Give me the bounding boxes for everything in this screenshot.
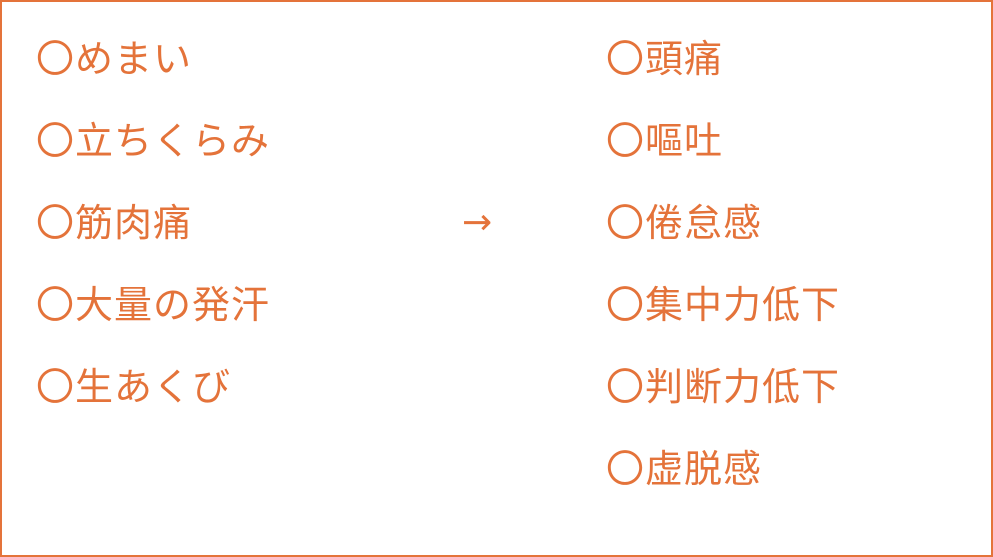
severe-symptoms-list: 〇頭痛 〇嘔吐 〇倦怠感 〇集中力低下 〇判断力低下 〇虚脱感 bbox=[606, 34, 840, 526]
progression-arrow: → bbox=[462, 202, 493, 243]
list-item: 〇筋肉痛 bbox=[36, 201, 193, 245]
list-item: 〇大量の発汗 bbox=[36, 283, 271, 327]
list-item: 〇めまい bbox=[36, 37, 193, 81]
list-item: 〇嘔吐 bbox=[606, 119, 724, 163]
list-item: 〇判断力低下 bbox=[606, 365, 841, 409]
list-item: 〇倦怠感 bbox=[606, 201, 763, 245]
list-item: 〇立ちくらみ bbox=[36, 119, 271, 163]
list-item: 〇頭痛 bbox=[606, 37, 724, 81]
list-item: 〇生あくび bbox=[36, 365, 232, 409]
list-item: 〇集中力低下 bbox=[606, 283, 841, 327]
mild-symptoms-list: 〇めまい 〇立ちくらみ 〇筋肉痛 〇大量の発汗 〇生あくび bbox=[36, 34, 270, 444]
list-item: 〇虚脱感 bbox=[606, 447, 763, 491]
